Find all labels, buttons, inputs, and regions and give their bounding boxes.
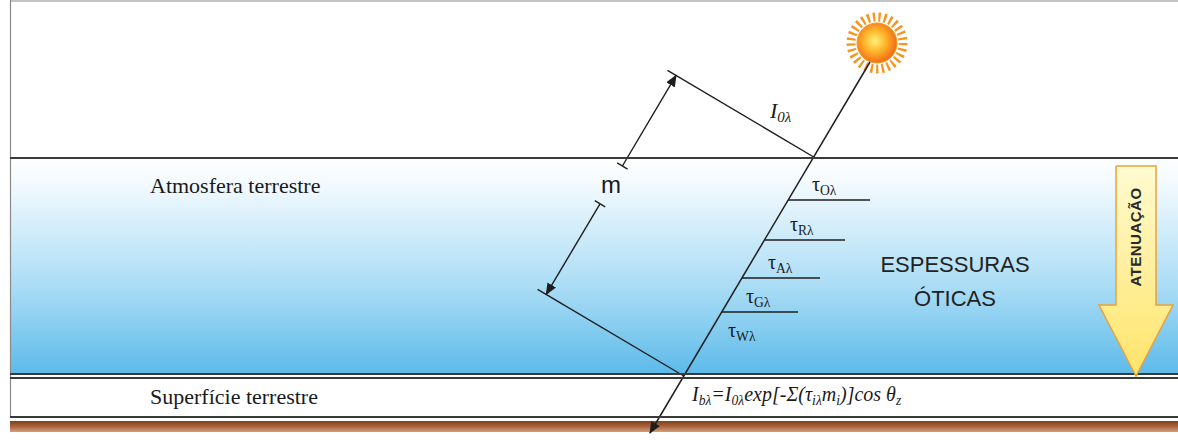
subscript: iλ xyxy=(812,393,822,408)
attenuation-arrow: ATENUAÇÃO xyxy=(1098,165,1174,377)
subscript: Oλ xyxy=(820,183,836,198)
text-run: I xyxy=(692,383,699,405)
dimension-line xyxy=(622,75,676,166)
region-caption: ESPESSURAS ÓTICAS xyxy=(870,248,1040,316)
subscript: Rλ xyxy=(798,223,814,238)
label-holder: Ibλ=I0λexp[-Σ(τiλmi)]cos θz xyxy=(692,382,901,406)
optical-depth-symbol: τAλ xyxy=(768,250,792,274)
text-run: τ xyxy=(790,213,798,235)
sun-disc xyxy=(857,23,897,63)
tick-line xyxy=(742,277,820,278)
subscript: 0λ xyxy=(777,109,791,125)
optical-depth-symbol: τWλ xyxy=(728,318,755,342)
arrow-text: ATENUAÇÃO xyxy=(1127,187,1145,286)
sun xyxy=(851,17,903,69)
optical-depth-symbol: τOλ xyxy=(812,172,836,196)
air-mass-symbol: m xyxy=(601,172,621,198)
subscript: i xyxy=(836,393,840,408)
label-holder: τWλ xyxy=(728,318,755,342)
label-holder: ESPESSURAS ÓTICAS xyxy=(870,248,1040,316)
air-mass-dimension xyxy=(538,70,814,376)
label-holder: τAλ xyxy=(768,250,792,274)
label-holder: τGλ xyxy=(746,284,770,308)
label-holder: τOλ xyxy=(812,172,836,196)
beer-lambert-formula: Ibλ=I0λexp[-Σ(τiλmi)]cos θz xyxy=(692,382,901,406)
text-run: τ xyxy=(812,173,820,195)
tick-line xyxy=(722,311,798,312)
arrow-shape xyxy=(1099,166,1173,376)
text-run: =I xyxy=(711,383,731,405)
irradiance-symbol: I0λ xyxy=(770,98,791,124)
subscript: Wλ xyxy=(736,329,755,344)
band-title: Atmosfera terrestre xyxy=(150,173,320,199)
optical-depth-symbol: τRλ xyxy=(790,212,814,236)
dimension-tick xyxy=(595,201,605,207)
subscript: Aλ xyxy=(776,261,792,276)
dimension-tick xyxy=(617,163,627,169)
optical-depth-symbol: τGλ xyxy=(746,284,770,308)
text-run: )]cos θ xyxy=(840,383,896,405)
tick-line xyxy=(788,199,870,200)
text-run: m xyxy=(601,171,621,198)
frame-line xyxy=(10,0,11,418)
extension-line xyxy=(668,70,814,157)
text-run: exp[-Σ(τ xyxy=(744,383,812,405)
subscript: bλ xyxy=(699,393,712,408)
frame-line xyxy=(10,0,1178,1)
optical-depth-ticks xyxy=(722,200,870,312)
tick-line xyxy=(764,239,845,240)
extension-line xyxy=(538,289,684,376)
soil-strip xyxy=(10,421,1178,432)
subscript: 0λ xyxy=(732,393,745,408)
subscript: Gλ xyxy=(754,295,770,310)
text-run: I xyxy=(770,98,777,123)
text-run: m xyxy=(822,383,836,405)
surface-band: Superfície terrestre xyxy=(10,377,1178,418)
atmosphere-fill xyxy=(10,157,1178,375)
label-holder: I0λ xyxy=(770,98,791,124)
band-title: Superfície terrestre xyxy=(150,384,318,410)
dimension-line xyxy=(546,204,600,295)
label-holder: m xyxy=(601,172,621,198)
text-run: τ xyxy=(746,285,754,307)
text-run: ESPESSURAS ÓTICAS xyxy=(880,252,1029,311)
subscript: z xyxy=(896,393,901,408)
sun-rays xyxy=(851,17,903,69)
label-holder: τRλ xyxy=(790,212,814,236)
text-run: τ xyxy=(768,251,776,273)
text-run: τ xyxy=(728,319,736,341)
